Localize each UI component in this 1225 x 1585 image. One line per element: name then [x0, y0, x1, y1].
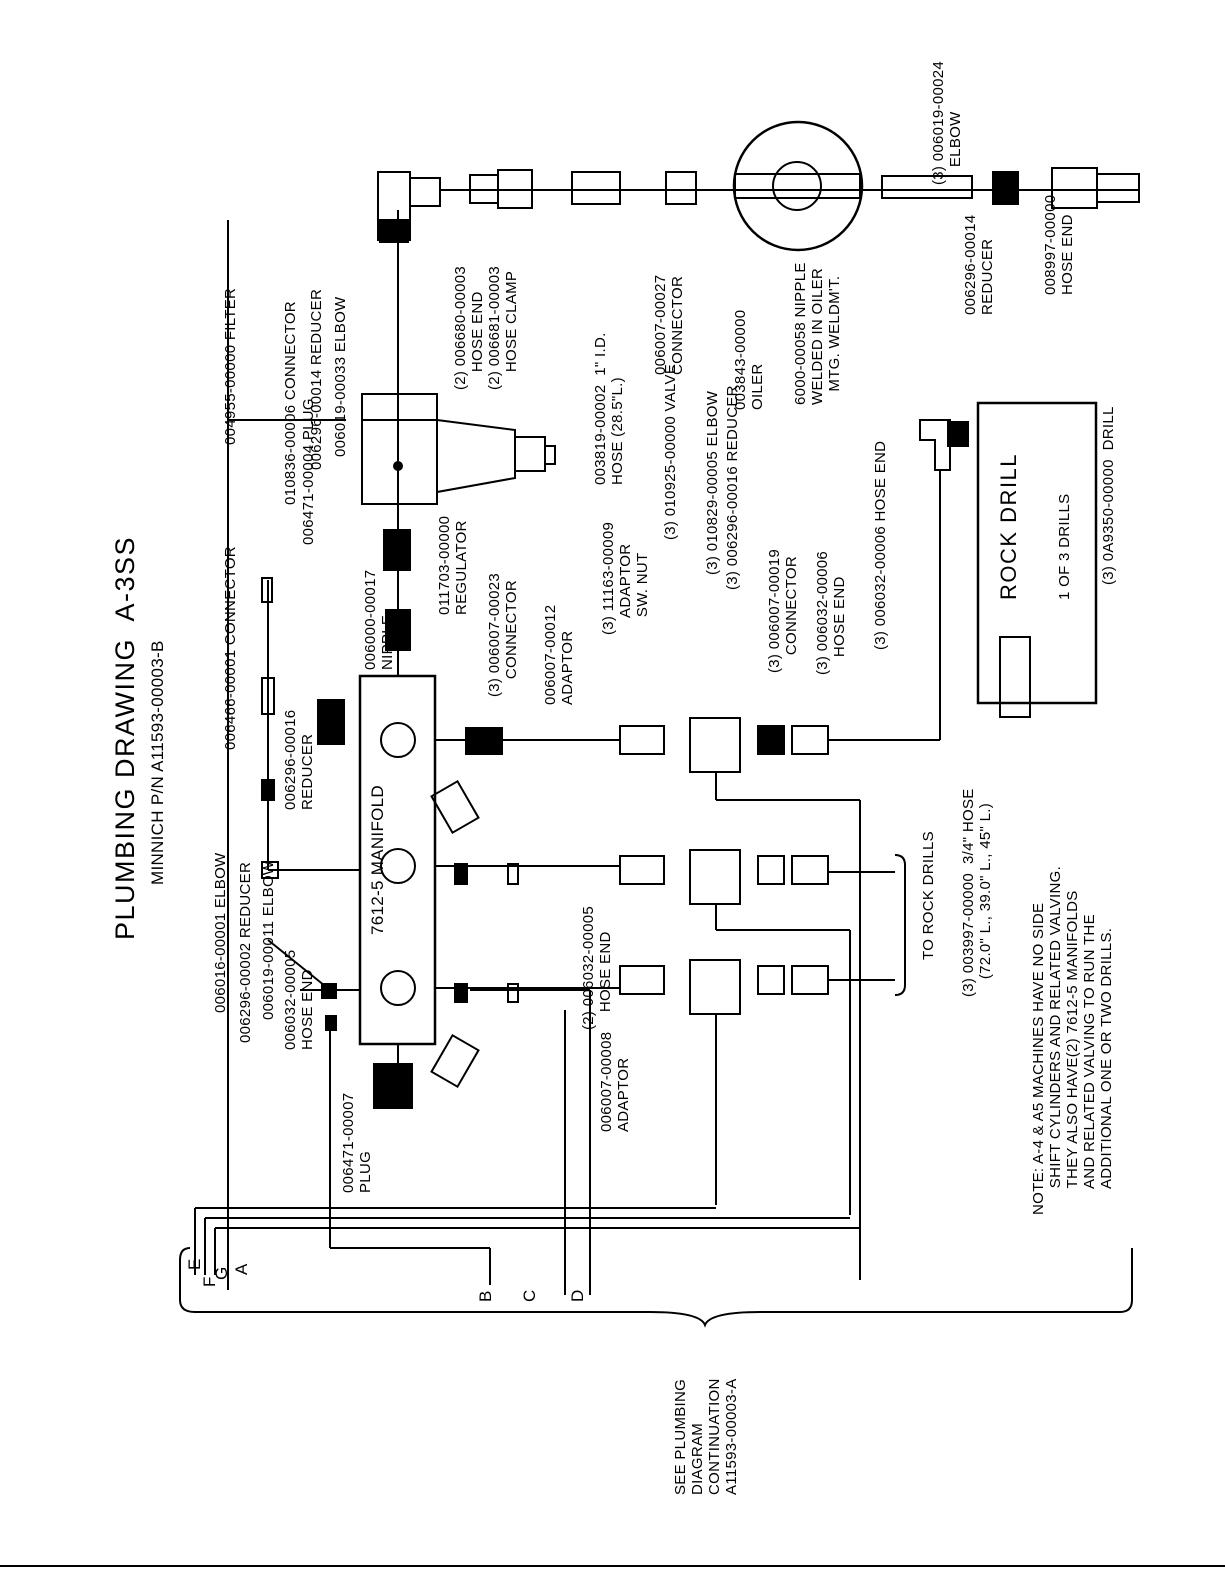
rock-drill-line2: (3) 0A9350-00000 DRILL	[1100, 406, 1117, 585]
to-rock-drills-brace	[894, 854, 906, 996]
label-filter: 004955-00000 FILTER	[222, 287, 239, 445]
adaptor-swnut-3	[619, 965, 665, 995]
manifold-port-top	[380, 722, 416, 758]
label-hose-end-6032-5: (2) 006032-00005 HOSE END	[580, 905, 614, 1030]
label-hose-end-6032-5b: 006032-00005 HOSE END	[282, 949, 316, 1050]
label-hose-end-8997: 008997-00000 HOSE END	[1042, 194, 1076, 295]
rock-drill-box	[976, 401, 1098, 705]
connector-27	[665, 171, 697, 205]
hose-end-6006-2	[791, 855, 829, 885]
label-elbow-10829: (3) 010829-00005 ELBOW	[704, 390, 721, 575]
label-to-rock-drills: TO ROCK DRILLS	[920, 831, 937, 960]
adaptor-12	[430, 779, 480, 835]
label-hose-end-6032-6: (3) 006032-00006 HOSE END	[814, 550, 848, 675]
label-adaptor-6007-8: 006007-00008 ADAPTOR	[598, 1031, 632, 1132]
manifold-label: 7612-5 MANIFOLD	[368, 785, 387, 935]
regulator-bonnet	[436, 418, 516, 494]
label-connector-6007-27: 006007-00027 CONNECTOR	[652, 274, 686, 375]
plug-6471-4	[317, 699, 345, 745]
connector-23	[465, 727, 503, 755]
label-connector-6007-23: (3) 006007-00023 CONNECTOR	[486, 572, 520, 697]
label-adaptor-6007-12: 006007-00012 ADAPTOR	[542, 604, 576, 705]
label-hose-3819: 003819-00002 1" I.D. HOSE (28.5"L.)	[592, 332, 626, 485]
label-regulator: 011703-00000 REGULATOR	[436, 515, 470, 615]
label-reducer-6296-14b: 006296-00014 REDUCER	[962, 214, 996, 315]
plug-6471-7	[373, 1063, 413, 1109]
manifold-port-bottom	[380, 970, 416, 1006]
manifold-port-mid	[380, 848, 416, 884]
letter-b: B	[476, 1290, 495, 1302]
drawing-subtitle: MINNICH P/N A11593-00003-B	[148, 640, 167, 885]
reducer-fitting	[383, 529, 411, 571]
hose-end-6032-5a	[454, 863, 468, 885]
drawing-title: PLUMBING DRAWING A-3SS	[110, 535, 140, 940]
rock-drill-title: ROCK DRILL	[996, 452, 1021, 600]
continuation-brace	[179, 1247, 1133, 1328]
label-elbow-6019-24: (3) 006019-00024 ELBOW	[930, 60, 964, 185]
machine-note: NOTE: A-4 & A5 MACHINES HAVE NO SIDE SHI…	[1030, 865, 1115, 1215]
oiler-sightglass	[772, 161, 822, 211]
label-elbow-6019-11: 006019-00011 ELBOW	[260, 860, 277, 1020]
elbow-top	[377, 171, 411, 241]
hose-end-6032-5b	[454, 983, 468, 1003]
elbow-6019-24	[919, 419, 951, 471]
adaptor-8	[430, 1033, 480, 1089]
label-hose-end-clamp: (2) 006680-00003 HOSE END (2) 006681-000…	[452, 265, 520, 390]
label-nipple-6000-58: 6000-00058 NIPPLE WELDED IN OILER MTG. W…	[792, 262, 843, 405]
letter-a: A	[232, 1263, 251, 1275]
label-connector-6007-19: (3) 006007-00019 CONNECTOR	[766, 548, 800, 673]
page-bottom-rule	[0, 1565, 1225, 1567]
adaptor-swnut-1	[619, 725, 665, 755]
label-reducer-6296-16b: (3) 006296-00016 REDUCER	[724, 385, 741, 590]
label-valve: (3) 010925-00000 VALVE	[662, 363, 679, 540]
label-reducer-6296-16: 006296-00016 REDUCER	[282, 709, 316, 810]
label-adaptor-11163: (3) 11163-00009 ADAPTOR SW. NUT	[600, 521, 651, 635]
rock-drill-line1: 1 OF 3 DRILLS	[1056, 493, 1073, 600]
connector-19-2	[757, 855, 785, 885]
adaptor-swnut-2	[619, 855, 665, 885]
oiler-tube	[734, 173, 861, 199]
label-reducer-6296-2: 006296-00002 REDUCER	[237, 861, 254, 1043]
label-connector-10836: 010836-00006 CONNECTOR	[282, 301, 299, 505]
label-hose-end-6032-6b: (3) 006032-00006 HOSE END	[872, 440, 889, 650]
nipple-58	[881, 175, 973, 199]
letter-c: C	[520, 1289, 539, 1302]
label-plug-6471-4: 006471-00004 PLUG	[300, 398, 317, 545]
nipple-fitting	[385, 609, 411, 651]
label-elbow-6016: 006016-00001 ELBOW	[212, 852, 229, 1013]
label-elbow-6019-33: 006019-00033 ELBOW	[332, 296, 349, 457]
label-nipple-6000-17: 006000-00017 NIPPLE	[362, 569, 396, 670]
label-plug-6471-7: 006471-00007 PLUG	[340, 1092, 374, 1193]
connector-19-3	[757, 965, 785, 995]
continuation-reference: SEE PLUMBING DIAGRAM CONTINUATION A11593…	[672, 1378, 740, 1495]
letter-g: G	[212, 1266, 231, 1280]
reducer-14b	[992, 171, 1019, 205]
label-hose-3997: (3) 003997-00000 3/4" HOSE (72.0" L., 39…	[960, 788, 994, 997]
hose-1	[571, 171, 621, 205]
elbow-10829-1	[757, 725, 785, 755]
letter-d: D	[568, 1289, 587, 1302]
rock-drill-shank	[999, 636, 1031, 718]
label-connector-6466: 006466-00001 CONNECTOR	[222, 546, 239, 750]
letter-e: E	[185, 1258, 204, 1270]
